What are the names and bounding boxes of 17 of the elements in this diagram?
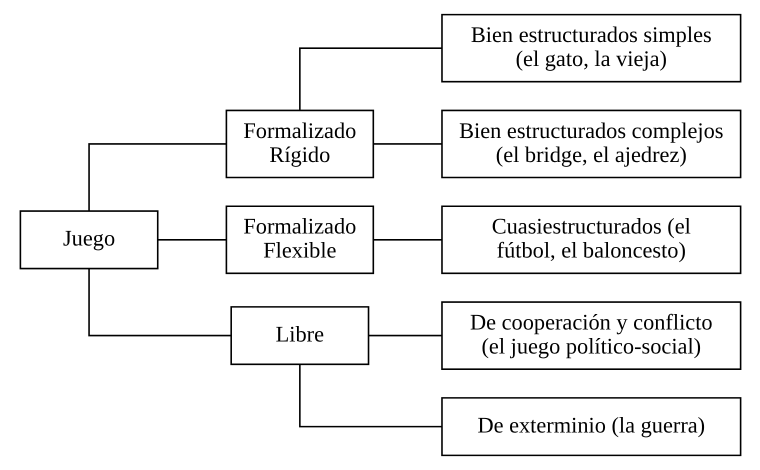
node-box: Bien estructurados complejos (el bridge, el ajedrez) [440,110,741,178]
connector [298,364,442,428]
connector [158,239,226,241]
connector [372,239,442,241]
node-box: De exterminio (la guerra) [440,397,741,456]
connector [88,143,226,212]
node-box: Bien estructurados simples (el gato, la vieja) [440,14,741,82]
node-box: Formalizado Rígido [225,110,374,178]
node-box: Libre [230,306,369,366]
connector [88,268,230,336]
connector [372,143,442,145]
node-box: Cuasiestructurados (el fútbol, el baloncesto) [440,205,741,274]
connector [368,334,442,336]
node-box: Formalizado Flexible [225,205,374,274]
node-box: Juego [19,210,158,270]
node-box: De cooperación y conflicto (el juego político-social) [440,301,741,370]
connector [298,47,442,110]
